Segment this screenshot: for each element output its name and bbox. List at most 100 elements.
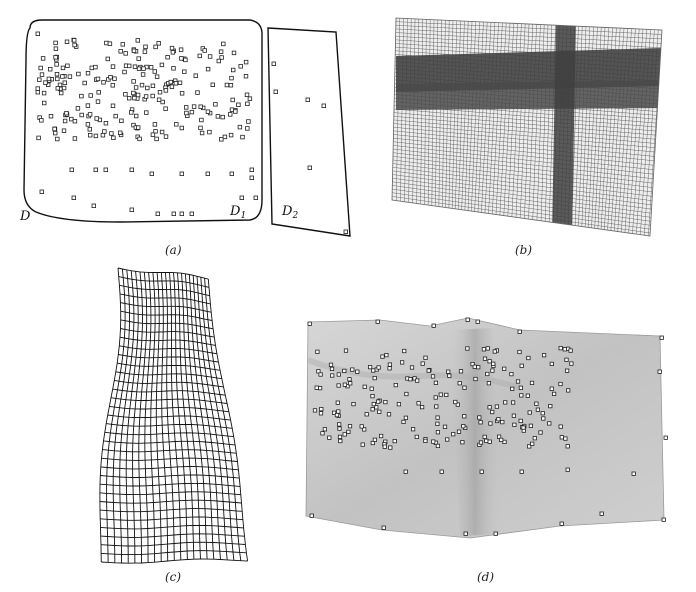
sample-point (53, 55, 58, 60)
sample-point (460, 440, 465, 445)
sample-point (517, 329, 522, 334)
sample-point (568, 348, 573, 353)
sample-point (477, 415, 482, 420)
sample-point (191, 104, 197, 109)
sample-point (499, 437, 504, 443)
sample-point (157, 90, 163, 95)
panel-b (391, 17, 663, 237)
sample-point (453, 399, 458, 405)
sample-point (559, 435, 564, 440)
sample-point (542, 353, 547, 358)
sample-point (336, 372, 341, 377)
sample-point (663, 435, 668, 440)
sample-point (370, 440, 375, 446)
sample-point (502, 366, 507, 371)
sample-point (247, 96, 253, 101)
sample-point (659, 335, 664, 340)
sample-point (562, 347, 567, 352)
sample-point (305, 97, 310, 102)
sample-point (566, 388, 571, 393)
sample-point (55, 136, 60, 142)
sample-point (412, 376, 417, 381)
sample-point (384, 352, 389, 358)
sample-point (338, 438, 343, 444)
sample-point (129, 207, 134, 212)
sample-point (245, 126, 250, 131)
sample-point (169, 45, 175, 51)
sample-point (369, 386, 374, 391)
sample-point (360, 442, 365, 447)
sample-point (154, 136, 159, 142)
sample-point (55, 86, 60, 91)
sample-point (423, 355, 428, 360)
sample-point (496, 434, 502, 439)
domain-d2-outline (267, 27, 351, 237)
sample-point (336, 409, 341, 414)
sample-point (374, 405, 379, 410)
sample-point (39, 72, 45, 77)
caption-a: (a) (165, 243, 182, 257)
sample-point (72, 38, 77, 43)
sample-point (249, 167, 254, 172)
sample-point (317, 385, 323, 391)
sample-point (221, 41, 226, 47)
sample-point (447, 373, 452, 378)
sample-point (510, 400, 516, 405)
sample-point (110, 83, 115, 88)
sample-point (396, 402, 402, 407)
sample-point (515, 379, 521, 384)
sample-point (362, 384, 367, 389)
sample-point (163, 106, 168, 111)
sample-point (244, 92, 250, 97)
sample-point (94, 116, 99, 121)
sample-point (351, 401, 356, 407)
sample-point (517, 349, 522, 355)
sample-point (60, 65, 66, 71)
sample-point (484, 438, 489, 443)
sample-point (414, 434, 419, 440)
sample-point (465, 317, 470, 322)
sample-point (179, 125, 184, 131)
sample-point (127, 96, 132, 101)
sample-point (199, 117, 204, 123)
sample-point (426, 368, 431, 373)
sample-point (346, 429, 351, 435)
sample-point (236, 102, 241, 107)
sample-point (478, 420, 483, 425)
sample-point (393, 382, 398, 388)
sample-point (152, 122, 158, 127)
sample-point (490, 409, 495, 415)
sample-point (535, 407, 541, 412)
sample-point (431, 323, 436, 328)
sample-point (420, 361, 425, 366)
sample-point (168, 79, 173, 85)
sample-point (61, 85, 67, 91)
sample-point (512, 422, 517, 427)
sample-point (135, 125, 141, 130)
sample-point (137, 136, 142, 142)
sample-point (76, 71, 81, 77)
panel-a: D D1 D2 (19, 19, 351, 237)
sample-point (171, 66, 176, 71)
sample-point (243, 74, 249, 79)
sample-point (82, 80, 87, 86)
label-d2: D2 (281, 204, 298, 221)
sample-point (219, 137, 224, 142)
sample-point (377, 409, 382, 414)
sample-point (246, 119, 251, 124)
sample-point (541, 416, 546, 421)
sample-point (503, 400, 508, 405)
sample-point (71, 195, 76, 200)
sample-point (39, 118, 44, 123)
sample-point (118, 130, 123, 135)
sample-point (110, 103, 116, 108)
sample-point (88, 93, 93, 98)
sample-point (150, 132, 156, 137)
sample-point (205, 109, 211, 114)
sample-point (631, 471, 636, 476)
sample-point (53, 40, 58, 46)
sample-point (548, 403, 553, 409)
sample-point (482, 356, 488, 361)
sample-point (527, 410, 532, 415)
sample-point (249, 175, 254, 180)
